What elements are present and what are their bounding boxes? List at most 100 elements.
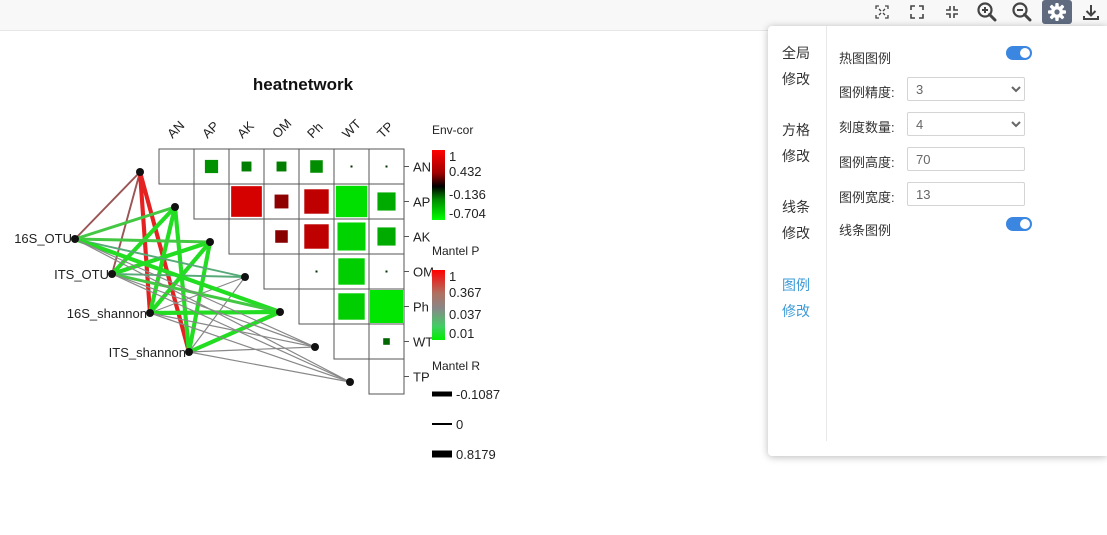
cor-square-OM-WT: [338, 258, 365, 285]
cor-square-OM-TP: [385, 270, 388, 273]
cor-square-AN-AP: [204, 159, 219, 174]
mantel-p-legend-title: Mantel P: [432, 244, 479, 258]
mantel-line-OM-16S_OTU: [74, 238, 246, 278]
mantel-r-swatch: [432, 450, 452, 458]
mantel-line-AK-ITS_shannon: [186, 239, 213, 355]
species-label-ITS_OTU: ITS_OTU: [54, 267, 109, 282]
species-label-16S_shannon: 16S_shannon: [67, 306, 147, 321]
cor-square-AK-WT: [337, 222, 366, 251]
cor-square-Ph-TP: [370, 290, 403, 323]
tick-count-select[interactable]: 4: [907, 112, 1025, 136]
heatmap-cell: [333, 323, 370, 360]
mantel-line-Ph-ITS_shannon: [186, 309, 283, 355]
mantel-line-WT-ITS_shannon: [188, 346, 316, 353]
species-node-16S_OTU: [71, 235, 79, 243]
top-label-OM: OM: [269, 116, 294, 141]
toggle-knob: [1020, 219, 1030, 229]
env-cor-legend-title: Env-cor: [432, 123, 473, 137]
zoom-in-icon[interactable]: [972, 0, 1002, 24]
heatmap-legend-toggle[interactable]: [1006, 46, 1032, 60]
env-node-AP: [171, 203, 179, 211]
mantel-line-AN-16S_shannon: [137, 169, 153, 316]
row-label-WT: WT: [413, 335, 433, 350]
env-node-AK: [206, 238, 214, 246]
legend-height-label: 图例高度:: [839, 155, 895, 170]
cor-square-AK-OM: [275, 230, 288, 243]
env-node-TP: [346, 378, 354, 386]
cor-square-Ph-WT: [338, 293, 365, 320]
network-nodes: [71, 168, 354, 386]
mantel-line-AN-ITS_shannon: [137, 169, 192, 355]
cor-square-AK-Ph: [304, 224, 329, 249]
fit-view-icon[interactable]: [867, 0, 897, 24]
cor-square-AN-AK: [241, 161, 252, 172]
top-label-TP: TP: [374, 119, 396, 141]
legend-width-input[interactable]: [907, 182, 1025, 206]
settings-nav: 全局修改 方格修改 线条修改 图例修改: [768, 26, 827, 441]
nav-grid-edit[interactable]: 方格修改: [782, 122, 810, 164]
cor-square-AN-WT: [350, 165, 353, 168]
cor-square-WT-TP: [383, 338, 390, 345]
legend-width-label: 图例宽度:: [839, 190, 895, 205]
env-cor-tick-label: 0.432: [449, 164, 482, 179]
top-label-WT: WT: [339, 116, 364, 141]
env-node-AN: [136, 168, 144, 176]
nav-legend-edit[interactable]: 图例修改: [782, 277, 810, 319]
mantel-line-AP-ITS_shannon: [172, 204, 192, 355]
row-label-OM: OM: [413, 265, 434, 280]
env-cor-colorbar: [432, 150, 445, 220]
legend-precision-select[interactable]: 3: [907, 77, 1025, 101]
mantel-p-tick-label: 1: [449, 269, 456, 284]
mantel-line-AN-16S_OTU: [74, 171, 141, 240]
heatmap-cell: [228, 218, 265, 255]
env-node-Ph: [276, 308, 284, 316]
heatmap-legend-label: 热图图例: [839, 51, 892, 66]
cor-square-AP-OM: [274, 194, 289, 209]
cor-square-AP-Ph: [304, 189, 329, 214]
toolbar: [0, 0, 1107, 31]
fullscreen-icon[interactable]: [902, 0, 932, 24]
mantel-r-swatch: [432, 423, 452, 425]
top-label-AK: AK: [234, 118, 257, 141]
species-label-ITS_shannon: ITS_shannon: [109, 345, 186, 360]
mantel-line-TP-16S_OTU: [74, 238, 351, 383]
nav-global-edit[interactable]: 全局修改: [782, 45, 810, 87]
mantel-r-swatch: [432, 391, 452, 397]
env-node-WT: [311, 343, 319, 351]
heatnetwork-chart: heatnetwork ANANAPAPAKAKOMOMPhPhWTWTTPTP…: [14, 75, 500, 462]
download-icon[interactable]: [1076, 0, 1106, 24]
top-label-AP: AP: [199, 118, 222, 141]
legend-height-input[interactable]: [907, 147, 1025, 171]
mantel-line-TP-ITS_shannon: [188, 351, 351, 383]
mantel-p-tick-label: 0.367: [449, 285, 482, 300]
settings-icon[interactable]: [1042, 0, 1072, 24]
cor-square-AP-AK: [231, 186, 262, 217]
row-label-TP: TP: [413, 370, 430, 385]
heatmap-cell: [158, 148, 195, 185]
row-label-AK: AK: [413, 230, 431, 245]
tick-count-label: 刻度数量:: [839, 120, 895, 135]
line-legend-toggle[interactable]: [1006, 217, 1032, 231]
nav-line-edit[interactable]: 线条修改: [782, 199, 810, 241]
heatmap-cell: [298, 288, 335, 325]
mantel-p-colorbar: [432, 270, 445, 340]
env-cor-tick-label: 1: [449, 149, 456, 164]
cor-square-AP-TP: [377, 192, 396, 211]
row-label-AN: AN: [413, 160, 431, 175]
env-cor-tick-label: -0.704: [449, 206, 486, 221]
species-node-ITS_OTU: [108, 270, 116, 278]
mantel-line-TP-16S_shannon: [149, 312, 351, 383]
top-label-AN: AN: [164, 118, 187, 141]
legend-precision-label: 图例精度:: [839, 85, 895, 100]
heatmap-cell: [368, 358, 405, 395]
mantel-line-Ph-16S_shannon: [147, 309, 283, 316]
env-cor-tick-label: -0.136: [449, 187, 486, 202]
zoom-out-icon[interactable]: [1007, 0, 1037, 24]
mantel-lines: [72, 169, 351, 383]
mantel-r-legend-title: Mantel R: [432, 359, 480, 373]
mantel-p-tick-label: 0.037: [449, 307, 482, 322]
exit-fullscreen-icon[interactable]: [937, 0, 967, 24]
cor-square-AK-TP: [377, 227, 396, 246]
heatmap-cell: [263, 253, 300, 290]
